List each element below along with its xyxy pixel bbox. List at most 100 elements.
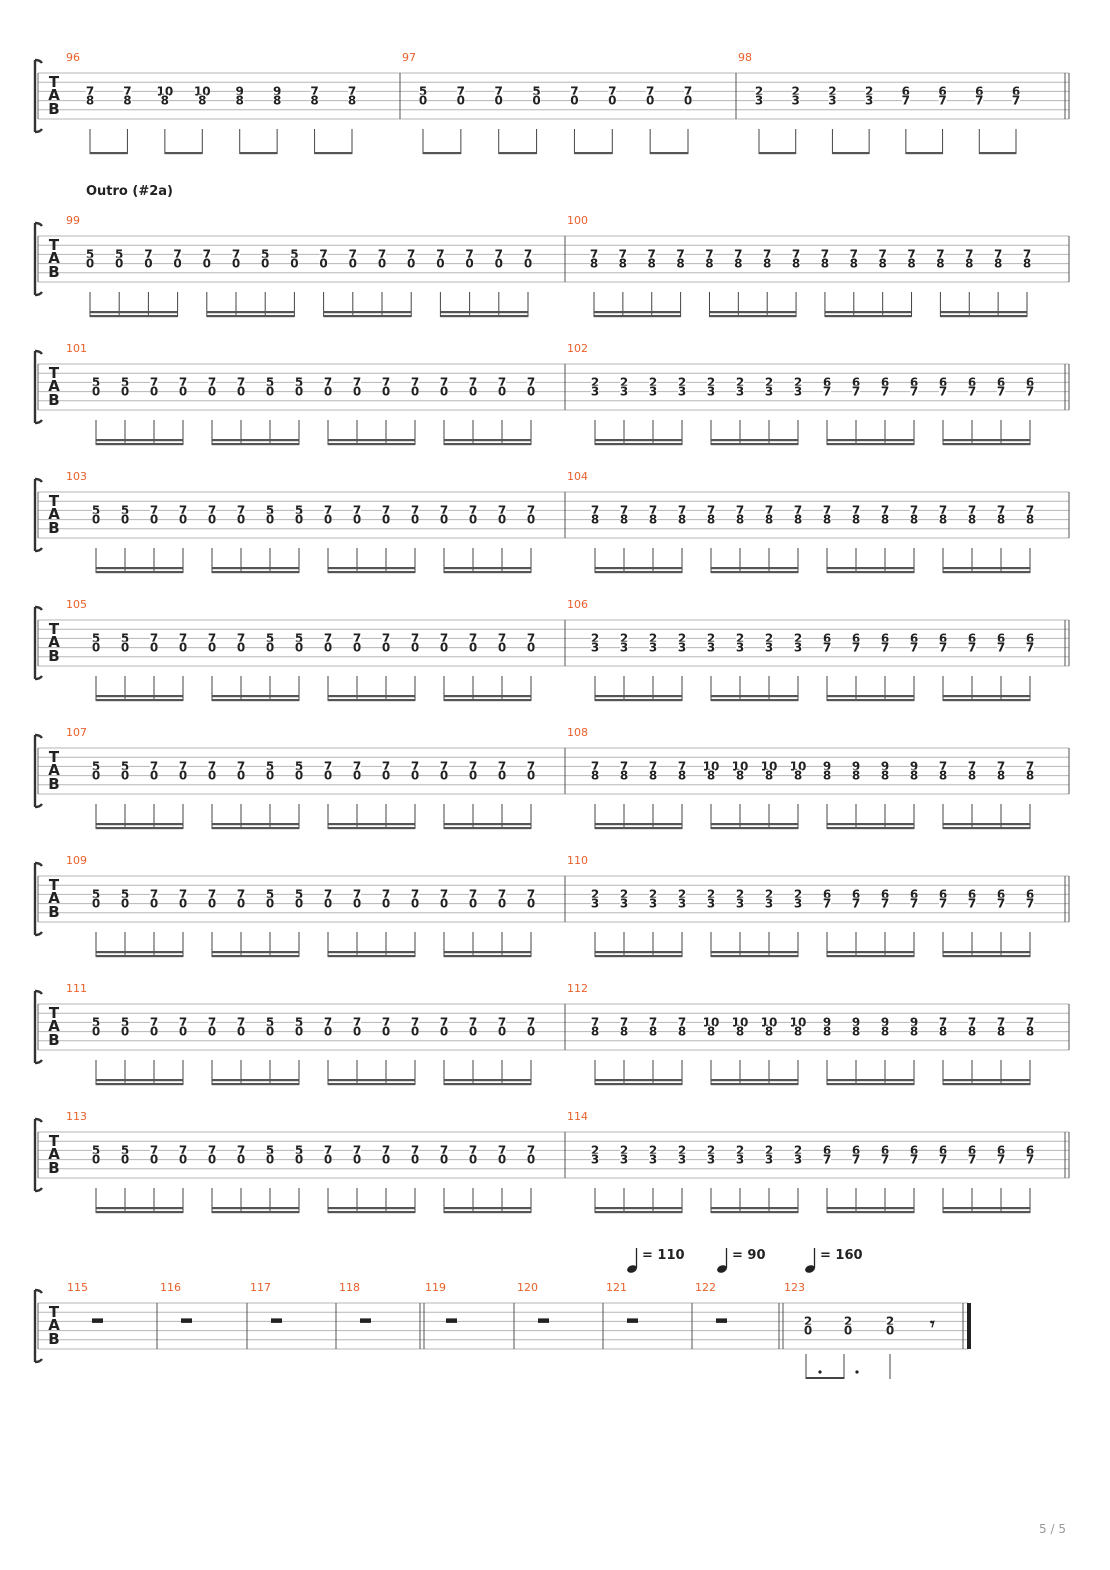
fret-number: 6 [910,1143,918,1157]
tab-clef-letter: T [49,748,60,766]
fret-mask [765,513,773,525]
fret-number: 0 [353,1025,361,1039]
fret-number: 0 [92,385,100,399]
fret-mask [705,248,714,260]
note-beam [709,315,797,318]
tab-staff: TAB1135050707070705050707070707070707011… [33,1110,1070,1214]
fret-number: 3 [755,94,763,108]
fret-number: 7 [678,1015,686,1029]
fret-number: 0 [407,257,415,271]
fret-number: 8 [161,94,169,108]
fret-number: 7 [823,385,831,399]
fret-number: 0 [237,769,245,783]
note-beam [96,439,183,442]
fret-mask [907,257,916,269]
fret-number: 0 [150,1153,158,1167]
fret-mask [407,257,416,269]
fret-mask [968,760,976,772]
fret-number: 0 [150,1025,158,1039]
tab-clef-letter: A [48,1017,60,1035]
fret-number: 2 [620,887,628,901]
fret-mask [794,769,802,781]
fret-number: 6 [997,1143,1005,1157]
fret-mask [319,257,328,269]
fret-mask [173,257,182,269]
fret-mask [852,888,860,900]
fret-mask [939,760,947,772]
fret-mask [794,888,802,900]
system-bracket [33,1117,43,1193]
fret-number: 7 [86,84,94,98]
fret-mask [382,897,390,909]
fret-mask [881,888,889,900]
fret-number: 7 [939,385,947,399]
fret-number: 3 [707,1153,715,1167]
fret-number: 6 [881,631,889,645]
fret-mask [997,1025,1005,1037]
fret-mask [353,1016,361,1028]
fret-mask [705,257,714,269]
fret-mask [965,248,974,260]
fret-number: 2 [678,375,686,389]
fret-mask [865,85,874,97]
fret-number: 7 [353,503,361,517]
fret-number: 6 [902,84,910,98]
fret-mask [179,1144,187,1156]
fret-mask [266,385,274,397]
fret-number: 7 [353,759,361,773]
fret-number: 7 [823,503,831,517]
fret-mask [411,769,419,781]
note-beam [440,311,528,314]
fret-mask [591,1016,599,1028]
fret-number: 7 [910,1153,918,1167]
fret-number: 0 [266,897,274,911]
page-number: 5 / 5 [1039,1522,1066,1536]
fret-number: 8 [736,1025,744,1039]
note-beam [595,951,682,954]
fret-number: 8 [881,1025,889,1039]
fret-number: 2 [794,375,802,389]
fret-mask [208,1144,216,1156]
fret-number: 9 [881,1015,889,1029]
fret-mask [852,769,860,781]
fret-mask [968,769,976,781]
fret-mask [382,1025,390,1037]
fret-number: 7 [440,759,448,773]
fret-mask [494,257,503,269]
note-beam [595,571,682,574]
fret-mask [295,641,303,653]
fret-mask [266,888,274,900]
fret-mask [910,504,918,516]
fret-mask [736,888,744,900]
fret-mask [208,385,216,397]
fret-number: 3 [865,94,873,108]
note-beam [444,699,531,702]
system-bracket [33,349,43,425]
fret-mask [237,1016,245,1028]
tab-staff: TAB1055050707070705050707070707070707010… [33,598,1070,702]
note-beam [711,443,798,446]
fret-mask [823,504,831,516]
note-beam [90,152,128,155]
fret-number: 8 [678,513,686,527]
fret-mask [791,94,800,106]
fret-mask [295,1025,303,1037]
fret-number: 8 [763,257,771,271]
fret-mask [92,504,100,516]
fret-number: 0 [179,385,187,399]
fret-number: 5 [261,247,269,261]
note-beam [711,567,798,570]
fret-number: 7 [457,84,465,98]
fret-number: 7 [968,641,976,655]
fret-number: 7 [527,1143,535,1157]
fret-mask [150,513,158,525]
fret-mask [765,1153,773,1165]
note-beam [239,152,278,155]
fret-number: 3 [707,897,715,911]
fret-mask [823,641,831,653]
fret-mask [794,1144,802,1156]
fret-mask [469,632,477,644]
fret-number: 7 [968,503,976,517]
fret-mask [456,85,465,97]
